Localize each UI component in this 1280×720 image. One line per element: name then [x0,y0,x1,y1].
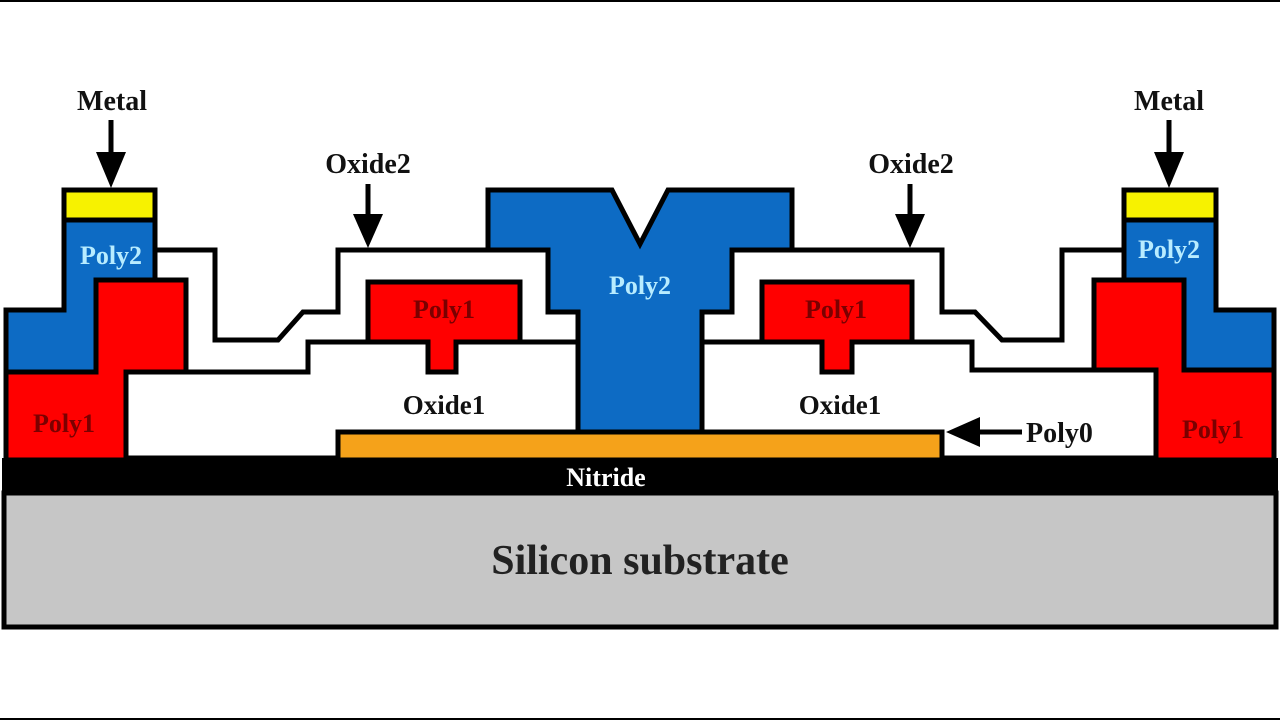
poly0-label: Poly0 [1026,418,1093,449]
poly2-right-label: Poly2 [1138,235,1200,264]
metal-right-arrow [1154,120,1184,188]
poly1-right-anchor [1091,277,1277,463]
metal-left-arrow [96,120,126,188]
poly1-right-beam [759,279,915,375]
poly1-left-beam-label: Poly1 [413,295,475,324]
poly1-right-beam-label: Poly1 [805,295,867,324]
poly2-center-structure [485,187,795,435]
oxide1-right-label: Oxide1 [799,390,882,420]
oxide2-right-arrow [895,184,925,248]
poly1-left-anchor [3,277,189,463]
top-border-line [0,0,1280,2]
poly1-left-beam [365,279,523,375]
nitride-layer [2,458,1278,495]
poly2-center-label: Poly2 [609,271,671,300]
metal-right-label: Metal [1134,86,1204,117]
poly0-arrow [946,417,1022,447]
nitride-label: Nitride [566,463,645,492]
metal-right-pad [1121,187,1219,223]
metal-left-label: Metal [77,86,147,117]
poly0-plate [335,429,945,463]
oxide1-left-label: Oxide1 [403,390,486,420]
poly1-left-anchor-label: Poly1 [33,409,95,438]
substrate-label: Silicon substrate [491,538,789,584]
poly2-left-label: Poly2 [80,241,142,270]
poly1-right-anchor-label: Poly1 [1182,415,1244,444]
oxide2-right-label: Oxide2 [868,149,954,180]
bottom-border-line [0,718,1280,720]
oxide2-left-label: Oxide2 [325,149,411,180]
metal-left-pad [61,187,158,223]
oxide2-left-arrow [353,184,383,248]
